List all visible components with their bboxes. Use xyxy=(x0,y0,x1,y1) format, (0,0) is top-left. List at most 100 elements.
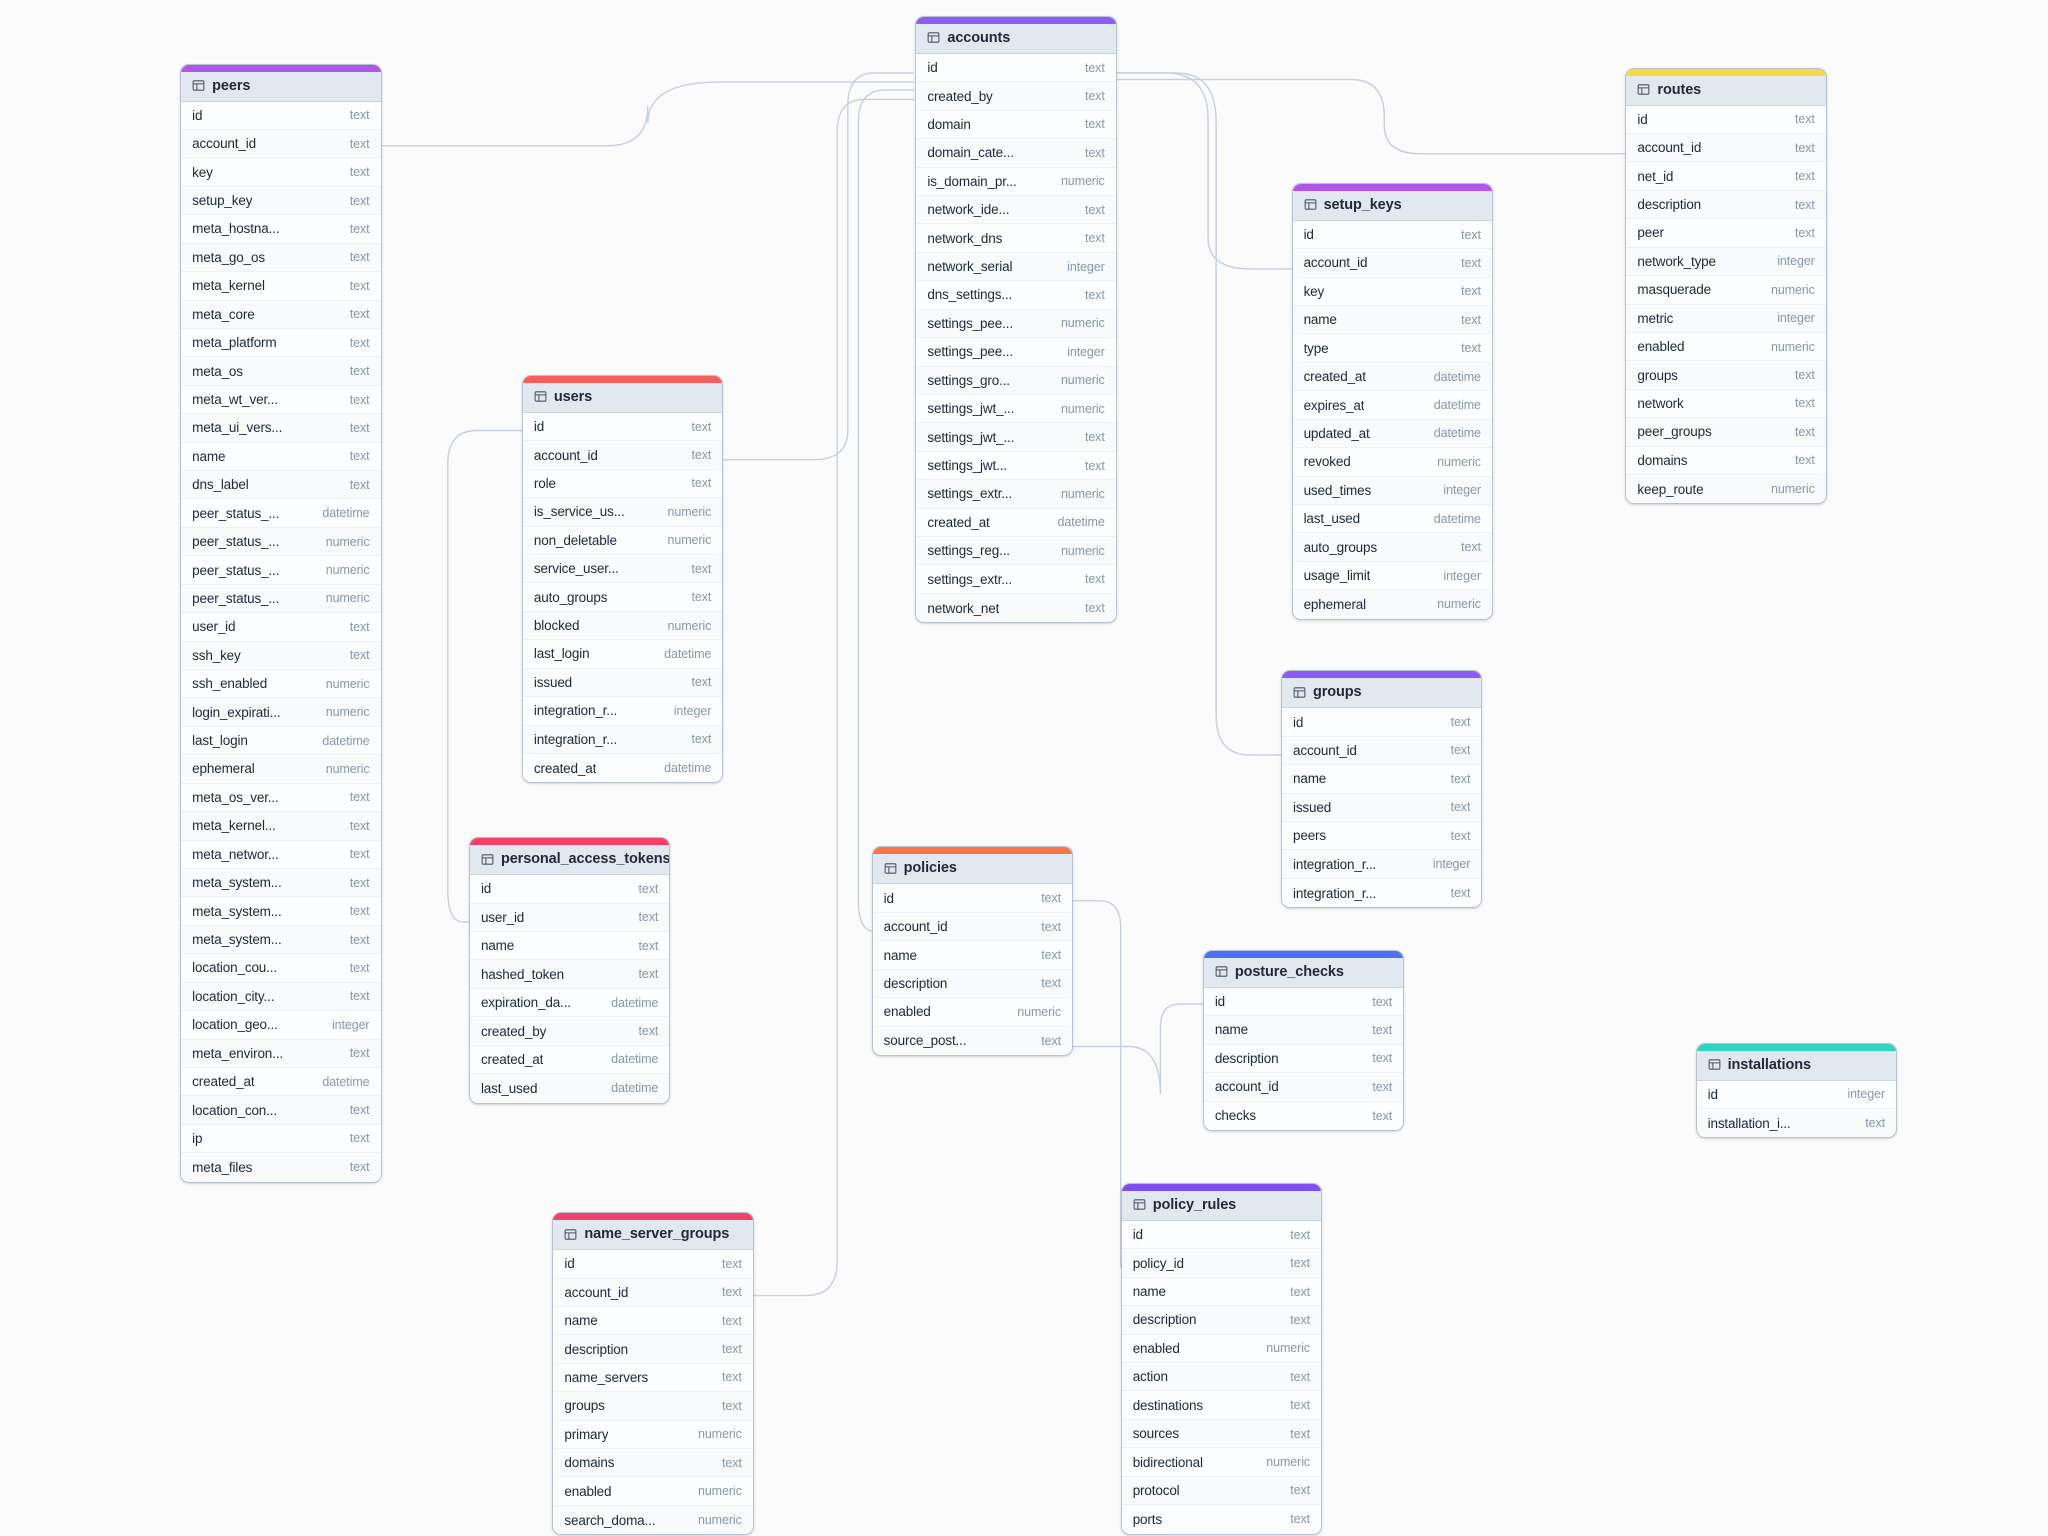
column-row[interactable]: service_user...text xyxy=(522,555,723,584)
table-header[interactable]: name_server_groups xyxy=(553,1220,753,1251)
table-header[interactable]: installations xyxy=(1696,1050,1896,1081)
column-row[interactable]: integration_r...integer xyxy=(1281,850,1482,879)
column-row[interactable]: settings_jwt...text xyxy=(916,451,1116,481)
table-header[interactable]: policies xyxy=(872,854,1072,885)
column-row[interactable]: meta_system...text xyxy=(181,897,381,926)
column-row[interactable]: peer_status_...numeric xyxy=(181,556,381,585)
column-row[interactable]: installation_i...text xyxy=(1696,1108,1896,1138)
column-row[interactable]: settings_jwt_...text xyxy=(916,423,1116,452)
column-row[interactable]: search_doma...numeric xyxy=(553,1505,753,1535)
table-header[interactable]: personal_access_tokens xyxy=(469,845,670,876)
column-row[interactable]: meta_kernel...text xyxy=(181,812,381,841)
column-row[interactable]: integration_r...text xyxy=(522,725,723,754)
column-row[interactable]: settings_jwt_...numeric xyxy=(916,394,1116,424)
table-header[interactable]: posture_checks xyxy=(1203,957,1404,988)
column-row[interactable]: meta_networ...text xyxy=(181,840,381,869)
column-row[interactable]: location_city...text xyxy=(181,982,381,1012)
column-row[interactable]: expiration_da...datetime xyxy=(469,988,670,1018)
column-row[interactable]: settings_reg...numeric xyxy=(916,537,1116,566)
column-row[interactable]: peer_status_...numeric xyxy=(181,584,381,614)
column-row[interactable]: peer_status_...datetime xyxy=(181,499,381,528)
column-row[interactable]: meta_ui_vers...text xyxy=(181,414,381,443)
column-row[interactable]: settings_gro...numeric xyxy=(916,366,1116,395)
table-header[interactable]: accounts xyxy=(916,23,1116,54)
column-row[interactable]: settings_pee...numeric xyxy=(916,309,1116,339)
column-row[interactable]: network_ide...text xyxy=(916,196,1116,225)
column-row[interactable]: login_expirati...numeric xyxy=(181,698,381,727)
column-row[interactable]: location_con...text xyxy=(181,1096,381,1125)
column-row[interactable]: location_geo...integer xyxy=(181,1011,381,1040)
column-row[interactable]: is_service_us...numeric xyxy=(522,498,723,527)
column-row[interactable]: domain_cate...text xyxy=(916,139,1116,168)
